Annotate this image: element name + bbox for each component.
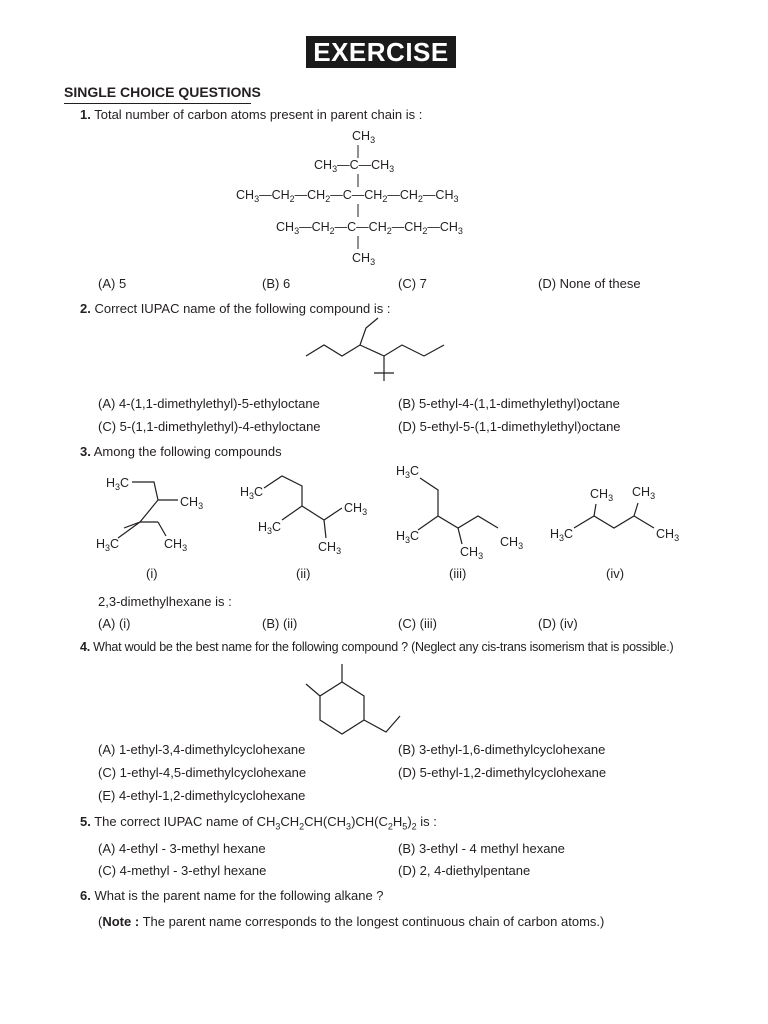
question-number: 4. — [80, 640, 90, 654]
question-5: 5. The correct IUPAC name of CH3CH2CH(CH… — [80, 814, 437, 832]
q5-option-a[interactable]: (A) 4-ethyl - 3-methyl hexane — [98, 841, 266, 856]
svg-text:CH3: CH3 — [318, 540, 341, 556]
q3-structure-i: H3C CH3 H3C CH3 — [96, 476, 203, 553]
question-number: 5. — [80, 814, 91, 829]
q6-note: (Note : The parent name corresponds to t… — [98, 914, 605, 929]
svg-text:CH3—CH2—CH2—C—CH2—CH2—CH3: CH3—CH2—CH2—C—CH2—CH2—CH3 — [236, 188, 459, 204]
q3-label-iii: (iii) — [449, 566, 467, 581]
note-text: The parent name corresponds to the longe… — [139, 914, 605, 929]
question-text: Correct IUPAC name of the following comp… — [94, 301, 391, 316]
q5-option-c[interactable]: (C) 4-methyl - 3-ethyl hexane — [98, 863, 267, 878]
svg-text:CH3: CH3 — [500, 535, 523, 551]
q3-structure-iv: CH3 CH3 H3C CH3 — [550, 485, 679, 543]
svg-text:CH3: CH3 — [632, 485, 655, 501]
svg-text:CH3: CH3 — [352, 251, 375, 267]
question-text: What is the parent name for the followin… — [94, 888, 384, 903]
svg-text:CH3—CH2—C—CH2—CH2—CH3: CH3—CH2—C—CH2—CH2—CH3 — [276, 220, 463, 236]
q3-option-b[interactable]: (B) (ii) — [262, 616, 298, 631]
q2-option-b[interactable]: (B) 5-ethyl-4-(1,1-dimethylethyl)octane — [398, 396, 620, 411]
question-text-suffix: is : — [416, 814, 437, 829]
svg-text:H3C: H3C — [396, 529, 419, 545]
question-4: 4. What would be the best name for the f… — [80, 640, 674, 654]
q4-option-c[interactable]: (C) 1-ethyl-4,5-dimethylcyclohexane — [98, 765, 307, 780]
svg-text:CH3: CH3 — [164, 537, 187, 553]
question-number: 6. — [80, 888, 91, 903]
question-text: Total number of carbon atoms present in … — [94, 107, 423, 122]
q2-option-c[interactable]: (C) 5-(1,1-dimethylethyl)-4-ethyloctane — [98, 419, 321, 434]
question-text: Among the following compounds — [93, 444, 282, 459]
q1-option-c[interactable]: (C) 7 — [398, 276, 427, 291]
svg-text:H3C: H3C — [106, 476, 129, 492]
section-heading: SINGLE CHOICE QUESTIONS — [64, 84, 261, 100]
q2-option-d[interactable]: (D) 5-ethyl-5-(1,1-dimethylethyl)octane — [398, 419, 621, 434]
q3-stem: 2,3-dimethylhexane is : — [98, 594, 232, 609]
q3-structure-iii: H3C H3C CH3 CH3 — [396, 464, 523, 561]
svg-text:H3C: H3C — [258, 520, 281, 536]
q3-label-ii: (ii) — [296, 566, 311, 581]
q1-top-ch3: CH3 — [352, 129, 375, 145]
question-number: 3. — [80, 444, 91, 459]
question-2: 2. Correct IUPAC name of the following c… — [80, 301, 390, 316]
q1-option-d[interactable]: (D) None of these — [538, 276, 641, 291]
svg-text:CH3: CH3 — [590, 487, 613, 503]
svg-text:H3C: H3C — [240, 485, 263, 501]
question-text: What would be the best name for the foll… — [93, 640, 674, 654]
question-3: 3. Among the following compounds — [80, 444, 282, 459]
question-6: 6. What is the parent name for the follo… — [80, 888, 384, 903]
q1-option-a[interactable]: (A) 5 — [98, 276, 127, 291]
svg-text:H3C: H3C — [396, 464, 419, 480]
svg-text:CH3: CH3 — [460, 545, 483, 561]
q5-option-b[interactable]: (B) 3-ethyl - 4 methyl hexane — [398, 841, 565, 856]
question-text-prefix: The correct IUPAC name of — [94, 814, 257, 829]
svg-text:H3C: H3C — [550, 527, 573, 543]
q5-option-d[interactable]: (D) 2, 4-diethylpentane — [398, 863, 531, 878]
q2-option-a[interactable]: (A) 4-(1,1-dimethylethyl)-5-ethyloctane — [98, 396, 320, 411]
q4-option-d[interactable]: (D) 5-ethyl-1,2-dimethylcyclohexane — [398, 765, 607, 780]
section-underline — [64, 103, 251, 104]
question-number: 2. — [80, 301, 91, 316]
q4-option-a[interactable]: (A) 1-ethyl-3,4-dimethylcyclohexane — [98, 742, 306, 757]
note-label: Note : — [102, 914, 140, 929]
q3-option-c[interactable]: (C) (iii) — [398, 616, 437, 631]
formula: CH3CH2CH(CH3)CH(C2H5)2 — [256, 814, 417, 832]
exercise-banner: EXERCISE — [306, 36, 456, 68]
svg-text:CH3: CH3 — [656, 527, 679, 543]
svg-text:H3C: H3C — [96, 537, 119, 553]
q4-option-e[interactable]: (E) 4-ethyl-1,2-dimethylcyclohexane — [98, 788, 306, 803]
svg-text:CH3: CH3 — [180, 495, 203, 511]
q3-label-iv: (iv) — [606, 566, 625, 581]
question-number: 1. — [80, 107, 91, 122]
q3-option-d[interactable]: (D) (iv) — [538, 616, 578, 631]
svg-text:CH3: CH3 — [352, 129, 375, 145]
q4-option-b[interactable]: (B) 3-ethyl-1,6-dimethylcyclohexane — [398, 742, 606, 757]
q3-structure-ii: H3C CH3 H3C CH3 — [240, 475, 367, 556]
svg-text:CH3: CH3 — [344, 501, 367, 517]
q1-option-b[interactable]: (B) 6 — [262, 276, 291, 291]
question-1: 1. Total number of carbon atoms present … — [80, 107, 422, 122]
q3-label-i: (i) — [146, 566, 158, 581]
q3-option-a[interactable]: (A) (i) — [98, 616, 131, 631]
